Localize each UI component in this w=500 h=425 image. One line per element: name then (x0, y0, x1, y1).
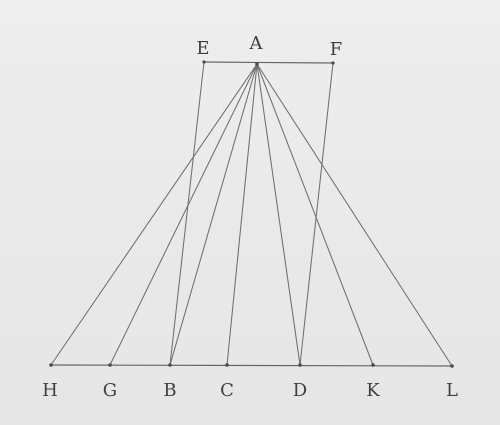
point-h (49, 363, 53, 367)
label-k: K (366, 380, 380, 401)
label-g: G (102, 380, 118, 401)
segment-h-l (50, 364, 453, 367)
segment-a-b (169, 63, 258, 366)
point-f (331, 61, 335, 65)
point-g (108, 363, 112, 367)
label-b: B (163, 380, 177, 401)
segment-a-c (226, 63, 258, 366)
segment-a-d (256, 63, 301, 366)
point-b (168, 363, 172, 367)
point-e (202, 60, 206, 64)
label-h: H (42, 380, 58, 401)
point-l (450, 364, 454, 368)
segment-a-g (109, 63, 258, 366)
segment-e-f (203, 61, 334, 64)
label-a: A (249, 33, 263, 54)
label-e: E (196, 38, 210, 59)
point-a (255, 62, 259, 66)
label-f: F (329, 39, 343, 60)
segment-a-l (256, 63, 453, 367)
label-c: C (220, 380, 234, 401)
point-k (371, 363, 375, 367)
segment-e-b (169, 61, 205, 366)
segment-f-d (299, 62, 334, 366)
point-c (225, 363, 229, 367)
point-d (298, 363, 302, 367)
label-d: D (292, 380, 308, 401)
segment-a-k (256, 63, 374, 366)
label-l: L (446, 380, 458, 401)
segment-a-h (50, 63, 258, 366)
